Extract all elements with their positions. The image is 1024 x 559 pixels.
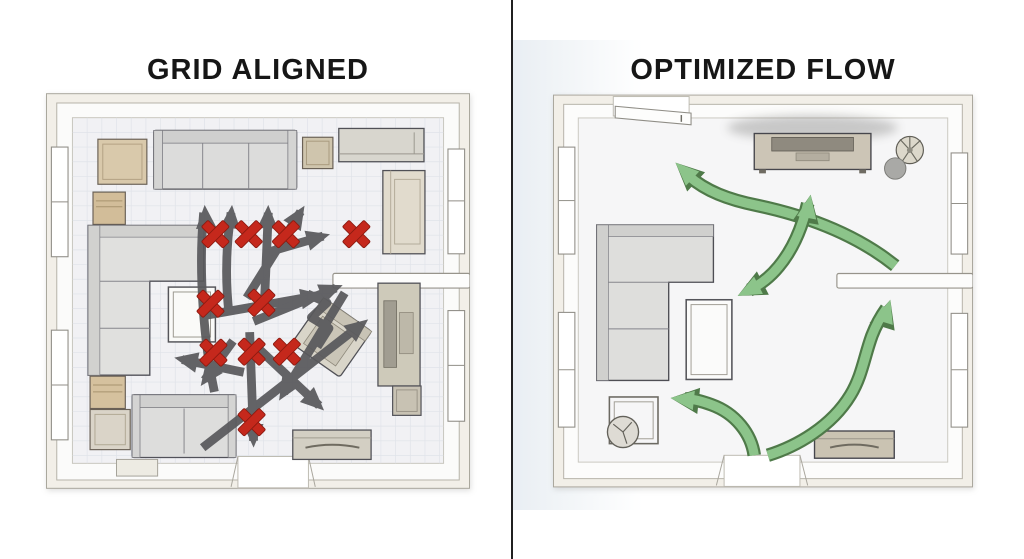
furniture-side-table: [606, 396, 659, 449]
path: [305, 443, 360, 449]
rect: [89, 408, 131, 451]
x-mark: [272, 220, 300, 249]
rect: [305, 140, 330, 166]
rect: [87, 225, 101, 376]
x-mark: [273, 337, 301, 366]
furniture-loveseat: [131, 394, 237, 459]
rect: [392, 385, 422, 416]
door-jamb-left: [230, 456, 239, 487]
x-mark: [199, 338, 228, 367]
rect: [153, 130, 163, 190]
rect: [759, 169, 766, 174]
furniture-cabinet-right: [382, 169, 426, 255]
rect: [383, 300, 397, 368]
blocked-zigzag-path: [305, 289, 334, 350]
x-mark: [196, 289, 225, 318]
x-mark: [201, 220, 230, 249]
wall-partition: [836, 272, 973, 289]
line: [622, 421, 633, 433]
rect: [153, 130, 298, 144]
rect: [131, 394, 237, 408]
circle: [906, 147, 913, 153]
furniture-side-cube-left: [92, 191, 126, 226]
rect: [690, 304, 728, 376]
rect: [795, 152, 830, 162]
line: [622, 431, 628, 444]
door-jamb-left: [715, 455, 725, 486]
flow-door-to-left: [670, 387, 761, 457]
door-opening: [237, 455, 309, 489]
door-mat: [116, 458, 159, 477]
furniture-tv-console-right: [377, 282, 421, 387]
x-mark: [237, 337, 266, 366]
door-jamb-right: [799, 455, 809, 486]
rect: [608, 224, 714, 237]
furniture-sofa-top: [153, 129, 298, 190]
furniture-tv-console: [753, 132, 872, 174]
furniture-console-bottom: [292, 429, 372, 461]
furniture-console-top-right: [338, 127, 425, 163]
floor-plan-optimized-flow: [553, 94, 973, 488]
rect: [596, 224, 609, 381]
blocked-down-right: [251, 341, 325, 411]
rect: [859, 169, 867, 174]
furniture-stool: [884, 157, 907, 180]
blocked-x-marks: [196, 220, 371, 437]
x-mark: [342, 220, 371, 249]
flow-tv-to-seating: [737, 194, 819, 297]
rect: [338, 127, 425, 163]
furniture-side-cube-bottom-left-1: [89, 375, 126, 410]
rect: [399, 312, 414, 355]
flow-hall-to-entry-door: [675, 162, 900, 272]
circle: [884, 157, 907, 180]
line: [612, 423, 624, 433]
rect: [97, 138, 148, 185]
rect: [94, 413, 126, 446]
furniture-plant-stand: [895, 135, 924, 165]
furniture-side-cube-right: [392, 385, 422, 416]
window-right-1: [447, 148, 466, 255]
entry-door-leaf: [614, 105, 692, 126]
furniture-side-cube-bottom-left-2: [89, 408, 131, 451]
door-jamb-right: [307, 456, 316, 487]
furniture-coffee-table: [685, 298, 733, 381]
door-opening: [723, 454, 801, 487]
left-panel-title: GRID ALIGNED: [147, 54, 369, 87]
x-mark: [237, 408, 266, 437]
rect: [287, 130, 298, 190]
rect: [92, 191, 126, 226]
rect: [685, 298, 733, 381]
right-panel-title: OPTIMIZED FLOW: [630, 54, 896, 87]
rect: [99, 225, 204, 238]
path: [829, 443, 879, 449]
x-mark: [234, 220, 263, 249]
rect: [102, 143, 143, 180]
flow-door-to-hall: [765, 299, 895, 462]
floor-plan-grid-aligned: [46, 93, 470, 489]
furniture-media-console: [813, 430, 895, 459]
x-mark: [247, 288, 276, 317]
rect: [396, 389, 418, 412]
flow-arrows: [670, 162, 900, 462]
furniture-sectional-sofa: [596, 224, 715, 382]
rect: [131, 394, 141, 458]
furniture-side-cube-top-left: [97, 138, 148, 185]
rect: [394, 178, 421, 245]
rect: [382, 169, 426, 255]
rect: [771, 136, 854, 152]
panel-divider: [511, 0, 513, 559]
rect: [301, 136, 334, 170]
furniture-side-cube-top-right: [301, 136, 334, 170]
